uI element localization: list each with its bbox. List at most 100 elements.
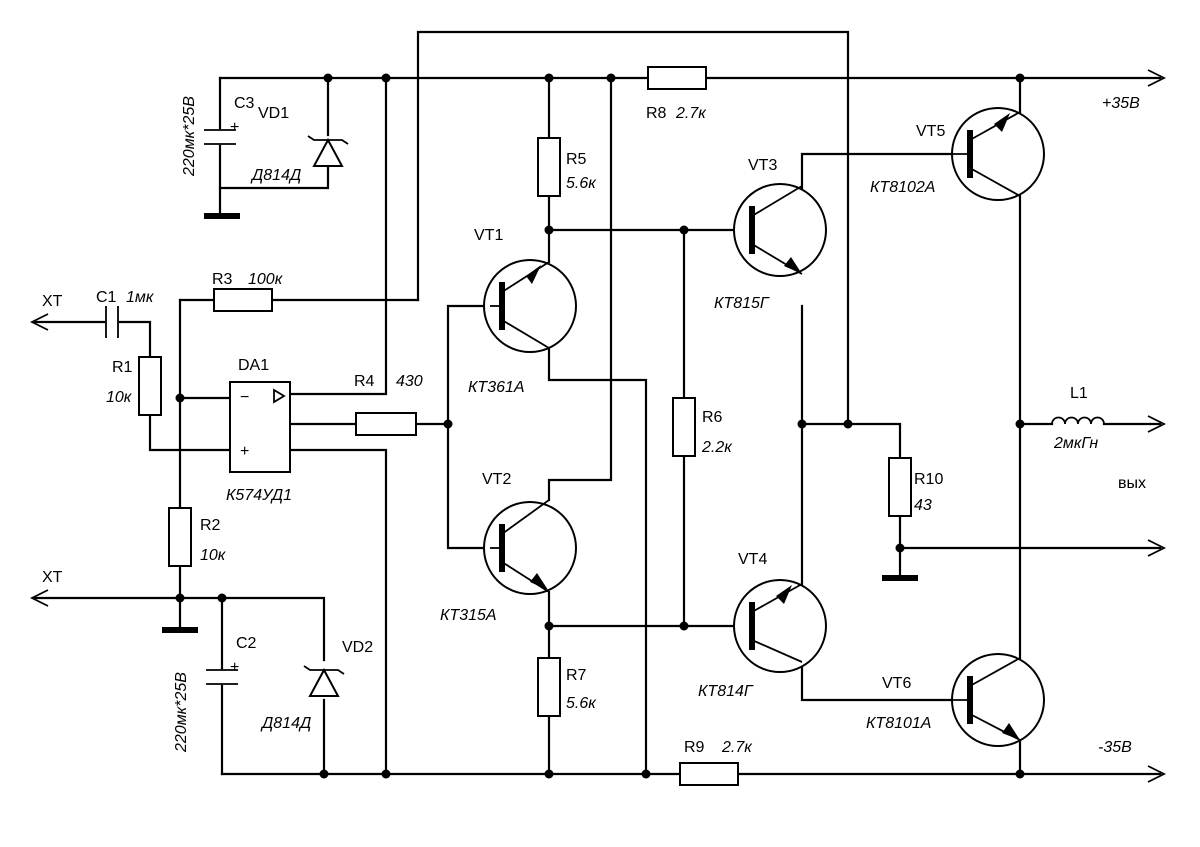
- label-r6: R6: [702, 409, 723, 426]
- label-r1-value: 10к: [106, 389, 133, 406]
- label-vt6: VT6: [882, 675, 911, 692]
- label-vt1: VT1: [474, 227, 503, 244]
- junctions: [175, 73, 1025, 779]
- label-l1: L1: [1070, 385, 1088, 402]
- junction-dot: [797, 419, 807, 429]
- capacitor-c3: [204, 129, 236, 145]
- capacitor-c2: [206, 669, 238, 685]
- transistor-vt5: [950, 107, 1045, 201]
- label-da1-plus: +: [240, 443, 249, 460]
- resistors: [138, 66, 912, 786]
- wires: [32, 30, 1162, 776]
- terminal-arrow-xt-top: [29, 313, 49, 331]
- terminal-arrow-gnd: [1147, 539, 1167, 557]
- label-da1: DA1: [238, 357, 269, 374]
- junction-dot: [323, 73, 333, 83]
- junction-dot: [381, 769, 391, 779]
- label-r6-value: 2.2к: [701, 439, 733, 456]
- resistor-r4: [355, 412, 417, 436]
- wire-vt6-base: [800, 660, 952, 702]
- label-xt-bottom: XT: [42, 569, 63, 586]
- label-vminus: -35В: [1098, 739, 1132, 756]
- wire-rail-drop: [288, 76, 388, 396]
- label-c3-plus: +: [230, 119, 239, 136]
- junction-dot: [175, 393, 185, 403]
- capacitor-c1: [105, 306, 119, 338]
- resistor-r5: [537, 137, 561, 197]
- junction-dot: [544, 73, 554, 83]
- label-r5-value: 5.6к: [566, 175, 597, 192]
- junction-dot: [544, 225, 554, 235]
- terminal-arrow-out: [1147, 415, 1167, 433]
- label-vt3: VT3: [748, 157, 777, 174]
- resistor-r7: [537, 657, 561, 717]
- resistor-r6: [672, 397, 696, 457]
- label-vt2: VT2: [482, 471, 511, 488]
- label-vt4-part: КТ814Г: [698, 683, 754, 700]
- resistor-r10: [888, 457, 912, 517]
- transistor-vt2: [483, 499, 577, 595]
- junction-dot: [641, 769, 651, 779]
- junction-dot: [544, 621, 554, 631]
- label-r9: R9: [684, 739, 705, 756]
- label-l1-value: 2мкГн: [1053, 435, 1098, 452]
- wire-mid-node: [800, 304, 902, 586]
- label-r4: R4: [354, 373, 375, 390]
- wire-vt1-collector: [547, 346, 648, 776]
- label-r1: R1: [112, 359, 133, 376]
- junction-dot: [319, 769, 329, 779]
- resistor-r9: [679, 762, 739, 786]
- label-c2: C2: [236, 635, 257, 652]
- label-vplus: +35В: [1102, 95, 1140, 112]
- junction-dot: [679, 225, 689, 235]
- zener-vd1: [307, 135, 349, 167]
- junction-dot: [1015, 419, 1025, 429]
- resistor-r1: [138, 356, 162, 416]
- wire-vt5-base: [800, 152, 952, 198]
- junction-dot: [1015, 73, 1025, 83]
- resistor-r3: [213, 288, 273, 312]
- label-vd1-part: Д814Д: [250, 167, 301, 184]
- label-vd2: VD2: [342, 639, 373, 656]
- wire-vt-bases: [446, 304, 492, 550]
- label-vd2-part: Д814Д: [260, 715, 311, 732]
- opamp-da1: [229, 381, 291, 473]
- label-vt5: VT5: [916, 123, 945, 140]
- label-r4-value: 430: [396, 373, 423, 390]
- label-da1-minus: −: [240, 389, 249, 406]
- label-c1: C1: [96, 289, 117, 306]
- zener-vd2: [303, 665, 345, 697]
- junction-dot: [175, 593, 185, 603]
- label-vd1: VD1: [258, 105, 289, 122]
- label-r3: R3: [212, 271, 233, 288]
- label-r7: R7: [566, 667, 587, 684]
- transistor-vt4: [733, 579, 827, 673]
- label-r2-value: 10к: [200, 547, 227, 564]
- wire-vd1: [218, 76, 330, 216]
- transistor-vt1: [483, 259, 577, 353]
- junction-dot: [895, 543, 905, 553]
- terminal-arrow-vplus: [1147, 69, 1167, 87]
- label-vt1-part: КТ361А: [468, 379, 525, 396]
- resistor-r2: [168, 507, 192, 567]
- junction-dot: [443, 419, 453, 429]
- inductor-l1: [1051, 416, 1105, 425]
- terminal-arrow-vminus: [1147, 765, 1167, 783]
- labels: C3 + 220мк*25В VD1 Д814Д XT C1 1мк R3 10…: [42, 95, 1146, 756]
- wire-top-loop: [416, 30, 850, 426]
- wire-input-top: [32, 320, 232, 452]
- label-r7-value: 5.6к: [566, 695, 597, 712]
- label-r10: R10: [914, 471, 943, 488]
- wire-611: [547, 76, 613, 502]
- label-vt5-part: КТ8102А: [870, 179, 935, 196]
- label-c3-value: 220мк*25В: [181, 96, 198, 177]
- resistor-r8: [647, 66, 707, 90]
- transistor-vt3: [733, 183, 827, 277]
- junction-dot: [679, 621, 689, 631]
- label-c1-value: 1мк: [126, 289, 155, 306]
- label-r5: R5: [566, 151, 587, 168]
- junction-dot: [606, 73, 616, 83]
- junction-dot: [1015, 769, 1025, 779]
- label-r8: R8: [646, 105, 667, 122]
